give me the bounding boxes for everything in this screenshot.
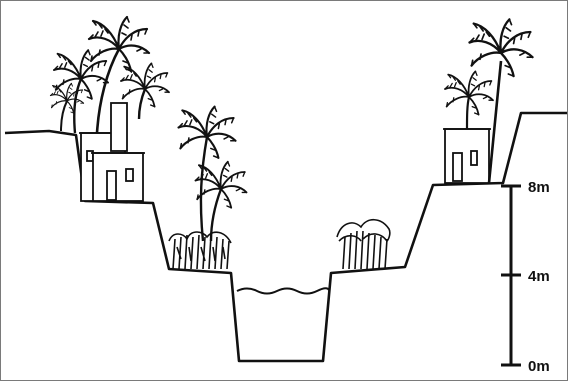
crops-left [169, 232, 231, 269]
house-right [443, 129, 491, 183]
crops-right [337, 220, 390, 269]
house-left-tower [111, 103, 127, 151]
palm-tree-left-3 [121, 63, 169, 119]
scale-label-8m: 8m [528, 179, 550, 196]
height-scale: 8m 4m 0m [501, 179, 550, 375]
scale-label-4m: 4m [528, 268, 550, 285]
house-left-front [91, 153, 145, 201]
scale-label-0m: 0m [528, 358, 550, 375]
palm-tree-right-1 [445, 71, 493, 129]
water-surface [237, 288, 329, 293]
